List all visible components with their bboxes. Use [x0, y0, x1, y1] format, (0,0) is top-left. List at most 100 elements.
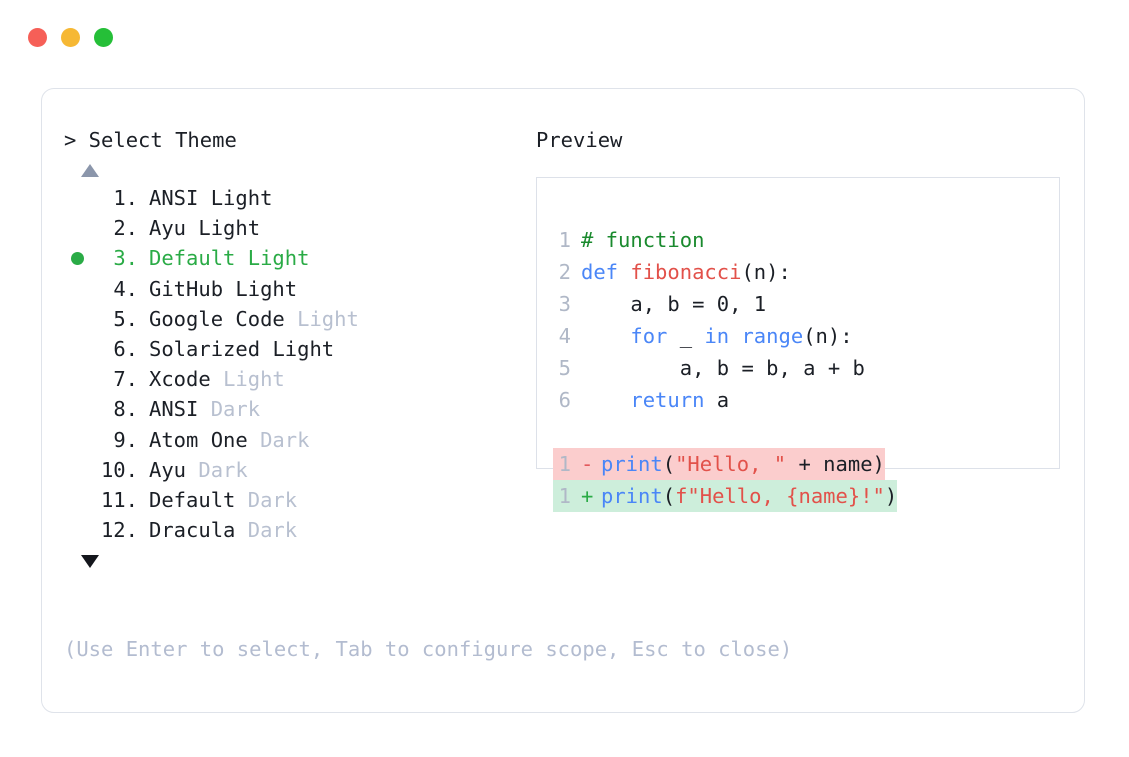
code-token: a, b = b, a + b [581, 356, 865, 380]
theme-list-item[interactable]: 3.Default Light [64, 243, 534, 273]
theme-item-number: 7. [113, 367, 138, 392]
selected-indicator-cell [64, 183, 90, 213]
theme-list-item[interactable]: 7.Xcode Light [64, 364, 534, 394]
theme-item-variant: Light [223, 367, 285, 392]
theme-item-name: Ayu Light [149, 213, 260, 243]
theme-item-base-name: Default [149, 246, 236, 271]
theme-list-item[interactable]: 9. Atom One Dark [64, 425, 534, 455]
code-token: ( [662, 452, 676, 476]
theme-item-base-name: Atom One [149, 427, 248, 452]
code-token: "Hello, " [675, 452, 787, 476]
theme-list-item[interactable]: 6.Solarized Light [64, 334, 534, 364]
theme-item-variant: Dark [210, 397, 261, 422]
code-token: # function [581, 228, 705, 252]
theme-list-item[interactable]: 8. ANSI Dark [64, 394, 534, 424]
code-line-content: def fibonacci(n): [581, 256, 791, 288]
code-line-content: return a [581, 384, 729, 416]
theme-item-name: Google Code Light [149, 304, 359, 334]
theme-list-item[interactable]: 1. ANSI Light [64, 183, 534, 213]
code-token: print [601, 484, 663, 508]
theme-item-base-name: Ayu [149, 457, 187, 482]
code-token: return [630, 388, 705, 412]
preview-panel-header: Preview [536, 125, 1066, 155]
selected-indicator-cell [64, 243, 90, 273]
code-line: 4 for _ in range(n): [553, 320, 897, 352]
theme-item-variant: Dark [247, 487, 298, 512]
theme-item-variant: Light [247, 246, 310, 271]
selected-indicator-cell [64, 304, 90, 334]
diff-removed-line: 1-print("Hello, " + name) [553, 448, 885, 480]
theme-item-number: 12. [100, 518, 138, 543]
scroll-up-arrow-icon[interactable] [81, 164, 99, 177]
code-token [581, 388, 630, 412]
scroll-down-arrow-icon[interactable] [81, 555, 99, 569]
theme-item-base-name: GitHub [149, 276, 224, 301]
theme-item-number: 1. [113, 186, 138, 210]
diff-plus-marker: + [581, 484, 594, 508]
selected-indicator-cell [64, 515, 90, 545]
theme-item-name: ANSI Dark [149, 394, 260, 424]
code-token: for [630, 324, 668, 348]
code-token: _ [667, 324, 705, 348]
code-line: 1# function [553, 224, 897, 256]
theme-item-name: ANSI Light [149, 183, 272, 213]
theme-item-base-name: Solarized [149, 336, 261, 361]
selected-indicator-cell [64, 485, 90, 515]
theme-item-variant: Light [235, 276, 298, 301]
theme-item-base-name: ANSI [149, 397, 199, 422]
selected-indicator-cell [64, 364, 90, 394]
selected-indicator-cell [64, 274, 90, 304]
code-token [581, 324, 630, 348]
code-line-content: a, b = b, a + b [581, 352, 865, 384]
close-window-button[interactable] [28, 28, 47, 47]
code-line-content: print("Hello, " + name) [601, 448, 885, 480]
theme-item-base-name: Default [149, 487, 236, 512]
keyboard-hint: (Use Enter to select, Tab to configure s… [64, 637, 793, 661]
selected-indicator-cell [64, 334, 90, 364]
theme-item-number: 10. [100, 457, 138, 482]
theme-item-variant: Light [272, 336, 335, 361]
theme-item-number: 2. [113, 216, 138, 241]
line-number: 1 [558, 484, 571, 508]
theme-item-number: 9. [113, 427, 138, 452]
code-token: f"Hello, {name}!" [675, 484, 885, 508]
line-number: 6 [558, 388, 571, 412]
diff-minus-marker: - [581, 452, 594, 476]
theme-item-number: 8. [113, 397, 138, 422]
code-token: (n): [741, 260, 791, 284]
theme-item-variant: Dark [260, 427, 310, 452]
code-line: 3 a, b = 0, 1 [553, 288, 897, 320]
theme-item-name: Default Dark [149, 485, 297, 515]
code-token: ( [662, 484, 676, 508]
code-token: fibonacci [630, 260, 742, 284]
minimize-window-button[interactable] [61, 28, 80, 47]
selected-indicator-cell [64, 455, 90, 485]
selected-indicator-cell [64, 213, 90, 243]
page-title: > Select Theme [64, 128, 237, 152]
theme-item-number: 4. [113, 276, 138, 301]
line-number: 5 [558, 356, 571, 380]
theme-item-name: Solarized Light [149, 334, 334, 364]
selected-bullet-icon [70, 251, 84, 265]
maximize-window-button[interactable] [94, 28, 113, 47]
theme-list-item[interactable]: 2. Ayu Light [64, 213, 534, 243]
theme-item-name: Ayu Dark [149, 455, 248, 485]
theme-item-name: GitHub Light [149, 274, 297, 304]
code-blank-line [553, 416, 897, 448]
theme-list-item[interactable]: 10. Ayu Dark [64, 455, 534, 485]
code-line-content: a, b = 0, 1 [581, 288, 766, 320]
theme-item-name: Default Light [149, 243, 309, 273]
theme-list-item[interactable]: 5.Google Code Light [64, 304, 534, 334]
code-token: a, b = 0, 1 [581, 292, 767, 316]
theme-list-item[interactable]: 11.Default Dark [64, 485, 534, 515]
theme-list-item[interactable]: 12.Dracula Dark [64, 515, 534, 545]
code-token: in range [704, 324, 804, 348]
theme-list-item[interactable]: 4. GitHub Light [64, 274, 534, 304]
theme-item-variant: Light [297, 306, 359, 331]
